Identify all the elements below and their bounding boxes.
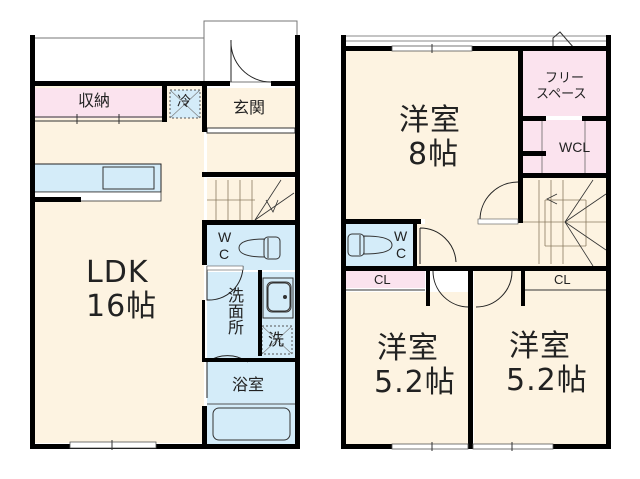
room-label-wc-2f-w: W — [394, 228, 408, 244]
closet-left-floor — [346, 271, 425, 288]
floor-1 — [30, 20, 300, 450]
room-label-entrance: 玄関 — [233, 98, 266, 117]
room-label-closet-right: CL — [554, 272, 571, 287]
room-label-washer: 洗 — [268, 330, 285, 349]
stairs-2f-floor — [522, 178, 606, 264]
balcony-1f — [34, 20, 298, 83]
room-size-western-room-3: 5.2帖 — [506, 363, 588, 398]
storage-floor — [34, 88, 162, 118]
room-label-washroom: 洗面所 — [225, 287, 244, 335]
window-room1 — [391, 44, 473, 53]
room-label-closet-left: CL — [374, 272, 391, 287]
room-label-ldk: LDK — [86, 255, 149, 290]
western-room-1-floor — [346, 48, 518, 220]
room-label-free-space-line2: スペース — [536, 86, 587, 101]
room-size-western-room-1: 8帖 — [408, 137, 460, 172]
room-label-western-room-1: 洋室 — [399, 103, 461, 138]
bathtub — [207, 403, 295, 441]
toilet-1f — [238, 236, 281, 260]
balcony-2f — [346, 31, 607, 49]
stairs-2f — [522, 179, 607, 267]
room-label-wcl: WCL — [559, 139, 591, 155]
toilet-2f — [347, 233, 393, 257]
window-ldk — [69, 440, 157, 450]
fridge-space — [169, 89, 201, 119]
stairs-1f — [207, 179, 295, 221]
room-size-ldk: 16帖 — [86, 289, 158, 324]
washer-space — [261, 325, 293, 355]
room-label-wc-2f-c: C — [396, 245, 407, 261]
room-label-bathroom: 浴室 — [232, 375, 265, 394]
room-size-western-room-2: 5.2帖 — [374, 365, 456, 400]
stairs-1f-floor — [207, 178, 295, 220]
room-label-fridge: 冷 — [177, 94, 191, 110]
room-label-wc-1f-w: W — [218, 229, 232, 245]
washbasin — [262, 277, 294, 319]
western-room-3-floor — [474, 271, 606, 444]
free-space-floor — [522, 50, 606, 116]
room-label-western-room-2: 洋室 — [377, 331, 439, 366]
kitchen-counter — [33, 163, 162, 202]
door-swings-2f — [419, 181, 519, 308]
walls-1f — [30, 35, 300, 449]
room-label-wc-1f-c: C — [219, 246, 230, 262]
room-label-western-room-3: 洋室 — [509, 329, 571, 364]
entrance-floor — [207, 88, 295, 132]
wcl-rails — [541, 118, 586, 174]
window-room2 — [391, 442, 469, 451]
floor-2 — [341, 31, 611, 451]
room-label-storage: 収納 — [78, 91, 111, 110]
room-label-free-space-line1: フリー — [545, 70, 585, 85]
wcl-floor — [522, 120, 606, 174]
western-room-2-floor — [346, 292, 468, 444]
window-room3 — [472, 442, 554, 451]
